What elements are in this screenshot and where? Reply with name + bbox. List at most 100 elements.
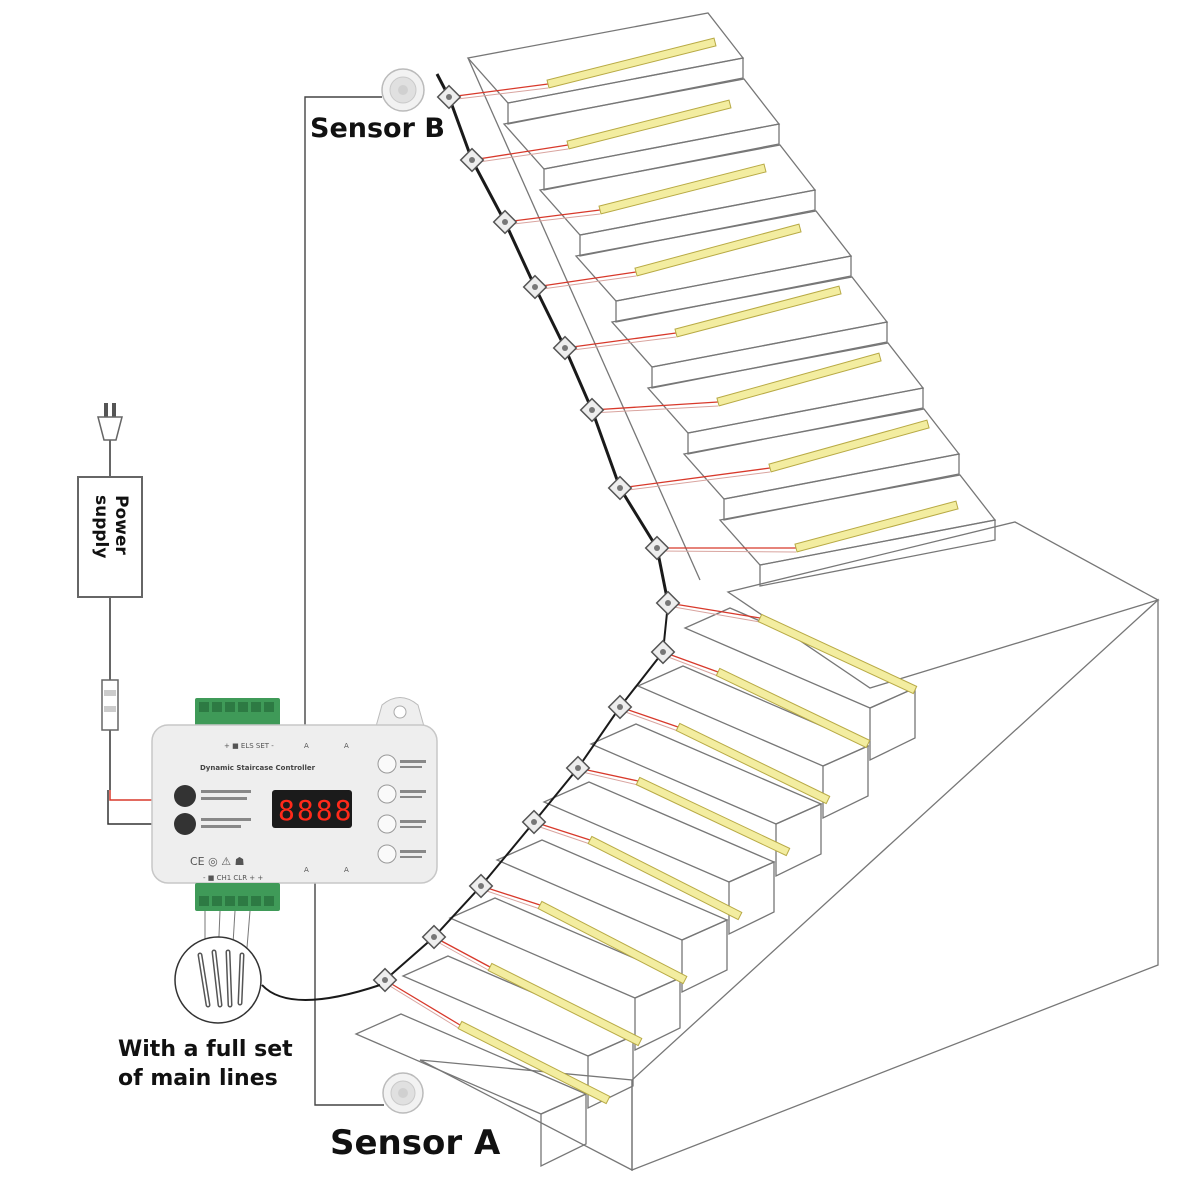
svg-text:A: A: [344, 742, 349, 750]
led-strip-icon: [537, 900, 688, 985]
upper-riser: [507, 57, 744, 125]
svg-text:A: A: [304, 866, 309, 874]
connector-icon: [459, 147, 485, 173]
controller-display: 8888: [278, 794, 353, 827]
connector-icon: [644, 535, 670, 561]
landing-top: [726, 521, 1160, 689]
svg-text:- ■ CH1 CLR + +: - ■ CH1 CLR + +: [203, 874, 263, 882]
landing-side: [631, 598, 1159, 1171]
svg-text:A: A: [344, 866, 349, 874]
lower-riser: [775, 802, 822, 878]
lower-riser: [728, 860, 775, 936]
lower-branch-wire: [433, 936, 491, 968]
led-strip-icon: [598, 163, 767, 215]
lower-branch-wire: [619, 709, 679, 732]
main-lines-bundle: [174, 910, 381, 1024]
sensor-b-label: Sensor B: [310, 113, 445, 144]
lower-branch-wire: [662, 654, 719, 677]
upper-branch-wire: [471, 144, 569, 161]
main-lines-label-2: of main lines: [118, 1066, 278, 1091]
power-supply: Power supply: [77, 403, 178, 825]
svg-text:A: A: [304, 742, 309, 750]
connector-icon: [522, 274, 548, 300]
led-strip-icon: [546, 37, 717, 89]
led-strip-icon: [716, 352, 882, 407]
connector-icon: [579, 397, 605, 423]
upper-riser: [759, 519, 996, 587]
led-strip-icon: [794, 500, 959, 553]
lower-branch-wire: [480, 888, 541, 910]
led-strip-icon: [457, 1020, 611, 1105]
upper-branch-wire: [471, 148, 569, 164]
upper-branch-wire: [448, 83, 549, 98]
led-strip-icon: [487, 962, 643, 1047]
lower-riser: [681, 918, 728, 994]
upper-staircase: [466, 12, 997, 587]
connector-icon: [521, 809, 547, 835]
sensor-a-label: Sensor A: [330, 1123, 501, 1163]
led-strip-icon: [675, 722, 831, 805]
connector-icon: [468, 873, 494, 899]
power-supply-label-2: supply: [91, 495, 111, 558]
upper-tread: [610, 276, 889, 368]
upper-branch-wire: [619, 467, 771, 489]
connector-icon: [492, 209, 518, 235]
connector-icon: [607, 475, 633, 501]
lower-staircase: [354, 607, 917, 1172]
led-strip-icon: [566, 99, 732, 150]
step-connectors: [372, 84, 681, 993]
connector-icon: [607, 694, 633, 720]
staircase-controller: Dynamic Staircase Controller + ■ ELS SET…: [151, 697, 438, 911]
svg-text:+ ■ ELS SET -: + ■ ELS SET -: [224, 742, 274, 750]
upper-tread: [646, 342, 925, 434]
lower-branch-wire: [662, 651, 719, 673]
led-strip-icon: [635, 776, 791, 857]
upper-branch-wire: [619, 471, 771, 492]
connector-icon: [565, 755, 591, 781]
upper-riser: [615, 255, 852, 323]
upper-branch-wire: [448, 87, 549, 101]
upper-branch-wire: [564, 332, 677, 349]
led-strip-icon: [757, 613, 918, 695]
upper-riser: [579, 189, 816, 257]
led-strip-icon: [768, 419, 930, 473]
connector-icon: [650, 639, 676, 665]
lower-branch-wire: [667, 605, 761, 623]
main-lines-label-1: With a full set: [118, 1037, 293, 1062]
main-lines-label: With a full set of main lines: [118, 1035, 348, 1093]
upper-riser: [687, 387, 924, 455]
lower-riser: [540, 1092, 587, 1168]
upper-branch-wire: [591, 401, 719, 411]
power-supply-label: Power: [111, 495, 131, 555]
upper-riser: [543, 123, 780, 191]
upper-branch-wire: [564, 336, 677, 352]
lower-branch-wire: [667, 602, 761, 619]
lower-branch-wire: [384, 979, 461, 1026]
lower-branch-wire: [433, 939, 491, 972]
lower-tread: [636, 665, 870, 767]
lower-main-line: [384, 602, 669, 981]
sensor-b-icon: [381, 68, 425, 112]
wiring: [384, 73, 797, 1030]
lower-branch-wire: [384, 982, 461, 1030]
connector-icon: [436, 84, 462, 110]
lower-branch-wire: [619, 706, 679, 728]
upper-stringer: [467, 57, 701, 581]
landing-block: [631, 521, 1160, 1171]
power-plug-icon: [97, 403, 123, 441]
lower-riser: [869, 686, 916, 762]
lower-riser: [634, 976, 681, 1052]
lower-branch-wire: [577, 770, 639, 786]
svg-text:CE ◎ ⚠ ☗: CE ◎ ⚠ ☗: [190, 855, 244, 868]
lower-riser: [822, 744, 869, 820]
connector-icon: [421, 924, 447, 950]
lower-tread: [401, 955, 635, 1057]
lower-tread: [683, 607, 917, 709]
led-strip-icon: [674, 285, 842, 338]
led-strips: [457, 37, 959, 1105]
upper-branch-wire: [504, 213, 601, 226]
upper-branch-wire: [504, 209, 601, 223]
upper-tread: [574, 210, 853, 302]
led-strip-icon: [587, 835, 743, 921]
